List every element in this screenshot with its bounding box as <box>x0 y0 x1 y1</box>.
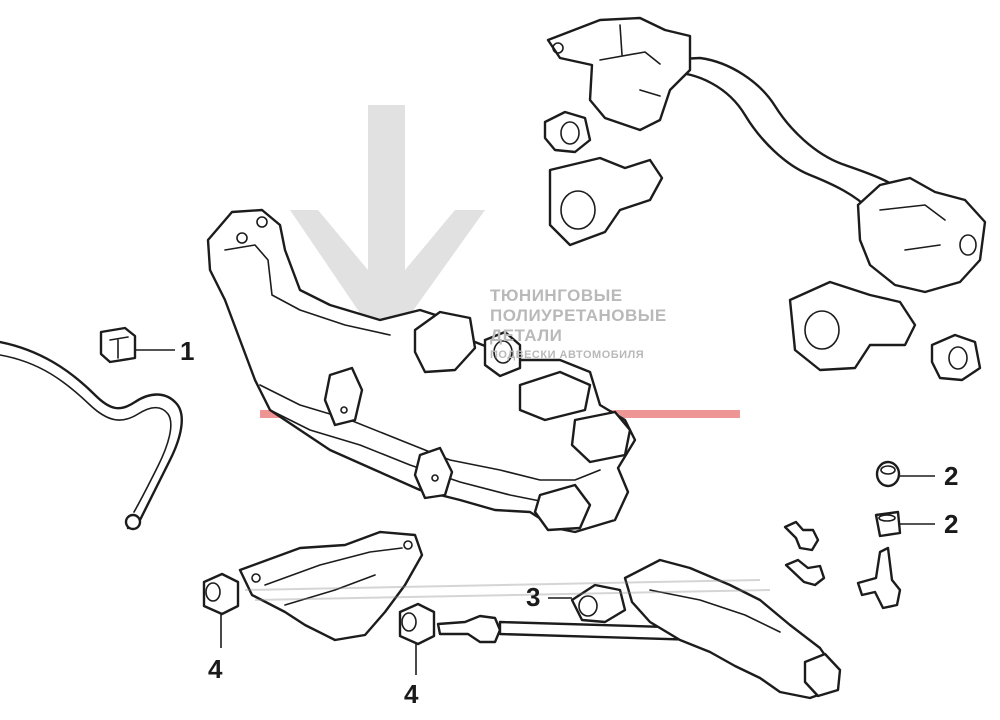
callout-label-1: 1 <box>180 336 195 366</box>
callout-label-2b: 2 <box>944 509 959 539</box>
stabilizer-bushing-part-1 <box>99 326 137 364</box>
arm-bushing-part-3 <box>570 583 627 624</box>
watermark-line-1: ТЮНИНГОВЫЕ <box>490 286 623 305</box>
watermark-line-4: ПОДВЕСКИ АВТОМОБИЛЯ <box>490 349 645 361</box>
callout-label-4b: 4 <box>404 679 419 709</box>
lower-control-arm-left <box>238 530 424 642</box>
rear-stabilizer-bar <box>658 56 912 212</box>
link-bushing-part-2b <box>874 510 902 538</box>
stabilizer-link-upper <box>783 520 826 587</box>
stabilizer-link-lower <box>856 546 902 610</box>
watermark-line-2: ПОЛИУРЕТАНОВЫЕ <box>490 306 667 325</box>
front-subframe <box>206 208 637 534</box>
link-bushing-part-2a <box>875 460 901 488</box>
front-stabilizer-bar <box>0 340 183 531</box>
watermark-stripe-lower <box>244 579 771 601</box>
lower-control-arm-right <box>623 558 842 700</box>
callout-label-3: 3 <box>526 582 541 612</box>
watermark-line-3: ДЕТАЛИ <box>490 326 563 345</box>
rear-bushing-right <box>930 333 982 382</box>
subframe-mount-bracket <box>413 310 522 378</box>
control-arm-bushing-part-4b <box>398 602 436 646</box>
callout-label-4a: 4 <box>208 654 223 684</box>
rear-bushing-left <box>543 110 592 154</box>
callout-label-2a: 2 <box>944 461 959 491</box>
rear-mount-bracket-right <box>856 176 987 294</box>
rear-knuckle-left <box>548 156 664 247</box>
rear-mount-bracket-left <box>546 16 692 132</box>
control-arm-bushing-part-4a <box>202 572 240 616</box>
rear-knuckle-right <box>788 280 917 372</box>
watermark-arrow <box>290 105 485 350</box>
